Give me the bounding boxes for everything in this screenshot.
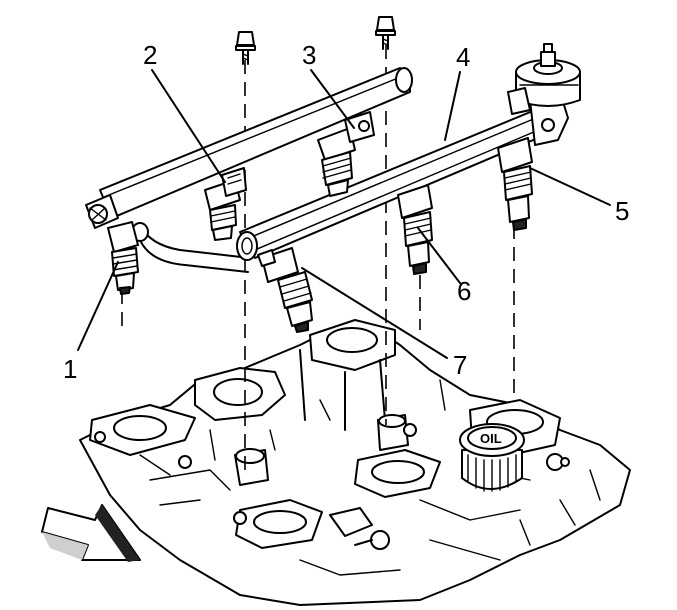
callout-4: 4 — [456, 42, 470, 72]
fuel-injector-5 — [497, 137, 533, 231]
oil-cap-text: OIL — [480, 431, 502, 446]
callout-1: 1 — [63, 354, 77, 384]
fuel-pressure-regulator — [507, 43, 581, 115]
fuel-injector-front-left — [257, 247, 313, 333]
callout-7: 7 — [453, 350, 467, 380]
callout-5: 5 — [615, 196, 629, 226]
rail-bolt-right — [375, 16, 396, 50]
fuel-injector-2 — [204, 167, 247, 241]
fuel-injector-3 — [317, 111, 375, 197]
fuel-injector-1 — [107, 221, 139, 295]
callout-6: 6 — [457, 276, 471, 306]
callout-3: 3 — [302, 40, 316, 70]
fuel-injector-6 — [397, 184, 433, 275]
intake-manifold — [79, 319, 631, 606]
alignment-lines — [121, 45, 515, 470]
callout-2: 2 — [143, 40, 157, 70]
leader-lines — [77, 69, 611, 359]
rail-bolt-left — [235, 31, 256, 65]
fuel-rail-rear — [85, 67, 413, 229]
front-direction-arrow — [41, 504, 141, 562]
oil-fill-cap: OIL — [459, 423, 525, 492]
